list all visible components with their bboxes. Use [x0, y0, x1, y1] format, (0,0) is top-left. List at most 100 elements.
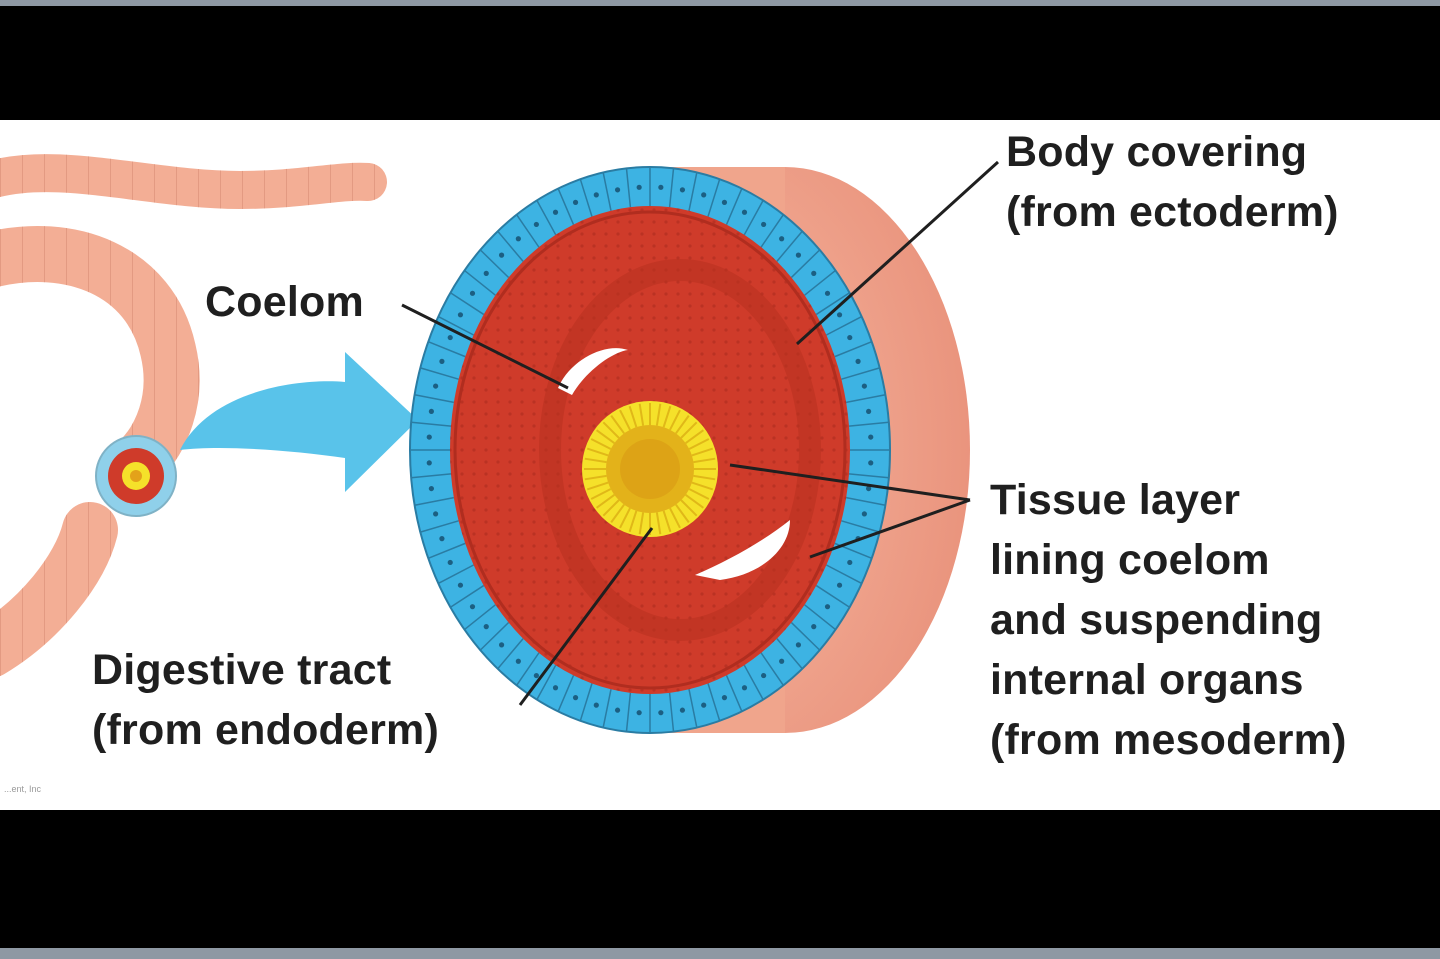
- cell-wall: [815, 292, 850, 316]
- cell-wall: [688, 172, 698, 211]
- cell-wall: [557, 188, 575, 225]
- cell-wall: [450, 292, 485, 316]
- gut-cell-wall: [675, 504, 690, 523]
- gut-cell-wall: [628, 510, 638, 533]
- gut-cell-wall: [669, 507, 681, 529]
- cell-wall: [437, 564, 474, 585]
- cell-wall: [497, 230, 524, 262]
- worm-cross-section-small: [95, 435, 177, 517]
- cell-wall: [464, 269, 496, 296]
- frame-edge-top: [0, 0, 1440, 6]
- cell-nucleus: [855, 358, 861, 364]
- cell-nucleus: [447, 334, 453, 341]
- label-tissue-layer-2: lining coelom: [990, 536, 1270, 584]
- gut-cell-wall: [619, 507, 631, 529]
- gut-cell-wall: [691, 481, 714, 491]
- gut-cell-wall: [610, 415, 625, 434]
- cell-wall: [497, 638, 524, 670]
- gut-cell-wall: [691, 447, 714, 457]
- diagram-panel: Body covering (from ectoderm) Coelom Tis…: [0, 120, 1440, 810]
- cell-wall: [848, 473, 889, 479]
- label-tissue-layer-5: (from mesoderm): [990, 716, 1347, 764]
- cell-nucleus: [795, 642, 802, 648]
- gut-cell-wall: [688, 488, 710, 500]
- leader-coelom: [401, 303, 569, 390]
- credit-text: ...ent, Inc: [4, 784, 42, 794]
- cell-wall: [536, 200, 557, 236]
- cell-nucleus: [761, 672, 767, 679]
- gut-cell-wall: [662, 405, 672, 428]
- cell-wall: [790, 621, 821, 651]
- cell-wall: [760, 214, 784, 248]
- cell-nucleus: [428, 485, 434, 492]
- gut-cell-wall: [693, 457, 716, 464]
- cell-nucleus: [498, 642, 505, 648]
- cell-wall: [602, 689, 612, 728]
- gut-cell-wall: [655, 403, 662, 426]
- label-tissue-layer-1: Tissue layer: [990, 476, 1241, 524]
- gut-cell-wall: [638, 403, 645, 426]
- cell-nucleus: [779, 236, 785, 242]
- cell-nucleus: [779, 658, 785, 664]
- cell-nucleus: [847, 559, 853, 566]
- cell-wall: [420, 367, 459, 380]
- gut-cell-wall: [675, 415, 690, 434]
- cell-nucleus: [469, 604, 476, 610]
- cell-nucleus: [428, 408, 434, 415]
- cell-wall: [668, 168, 675, 208]
- cell-nucleus: [741, 209, 748, 215]
- cell-nucleus: [426, 460, 432, 466]
- cell-nucleus: [721, 695, 728, 701]
- gut-cell-wall: [655, 512, 662, 535]
- cell-nucleus: [433, 511, 439, 517]
- ectoderm-cells: [410, 167, 890, 733]
- gut-cell-wall: [584, 474, 607, 481]
- gut-cell-wall: [586, 447, 609, 457]
- gut-lining: [584, 403, 716, 535]
- cell-nucleus: [552, 209, 559, 215]
- coelom-cavity-upper: [558, 348, 628, 395]
- cell-nucleus: [741, 685, 748, 691]
- cell-nucleus: [811, 624, 817, 630]
- cell-wall: [707, 683, 721, 722]
- cell-wall: [776, 638, 803, 670]
- cell-nucleus: [679, 707, 686, 713]
- leader-tissue-1: [729, 463, 971, 502]
- leader-digestive: [518, 527, 654, 706]
- cell-wall: [725, 675, 743, 712]
- cell-nucleus: [614, 707, 621, 713]
- cell-wall: [688, 689, 698, 728]
- gut-cell-wall: [596, 494, 615, 509]
- cell-wall: [479, 249, 510, 279]
- cell-nucleus: [439, 536, 445, 542]
- cell-nucleus: [721, 199, 728, 205]
- cell-wall: [846, 394, 886, 404]
- cell-nucleus: [483, 270, 489, 276]
- cell-nucleus: [658, 184, 664, 190]
- cell-nucleus: [761, 221, 767, 228]
- cell-wall: [804, 604, 836, 631]
- cell-wall: [536, 664, 557, 700]
- gut-cell-wall: [685, 494, 704, 509]
- gut-cell-wall: [669, 409, 681, 431]
- arrow-icon: [180, 352, 418, 492]
- label-tissue-layer-3: and suspending: [990, 596, 1323, 644]
- cell-nucleus: [447, 559, 453, 566]
- cell-wall: [790, 249, 821, 279]
- label-digestive-tract-1: Digestive tract: [92, 646, 392, 694]
- gut-cell-wall: [693, 474, 716, 481]
- label-body-covering-2: (from ectoderm): [1006, 188, 1339, 236]
- gut-cell-wall: [586, 481, 609, 491]
- cell-nucleus: [866, 408, 872, 415]
- cell-nucleus: [439, 358, 445, 364]
- cell-nucleus: [679, 187, 686, 193]
- cell-nucleus: [593, 192, 599, 198]
- gut-cell-wall: [628, 405, 638, 428]
- gut-cell-wall: [610, 504, 625, 523]
- cell-nucleus: [811, 270, 817, 276]
- cell-wall: [760, 652, 784, 686]
- cell-nucleus: [533, 221, 539, 228]
- cell-wall: [841, 367, 880, 380]
- cell-wall: [557, 675, 575, 712]
- cell-wall: [420, 520, 459, 533]
